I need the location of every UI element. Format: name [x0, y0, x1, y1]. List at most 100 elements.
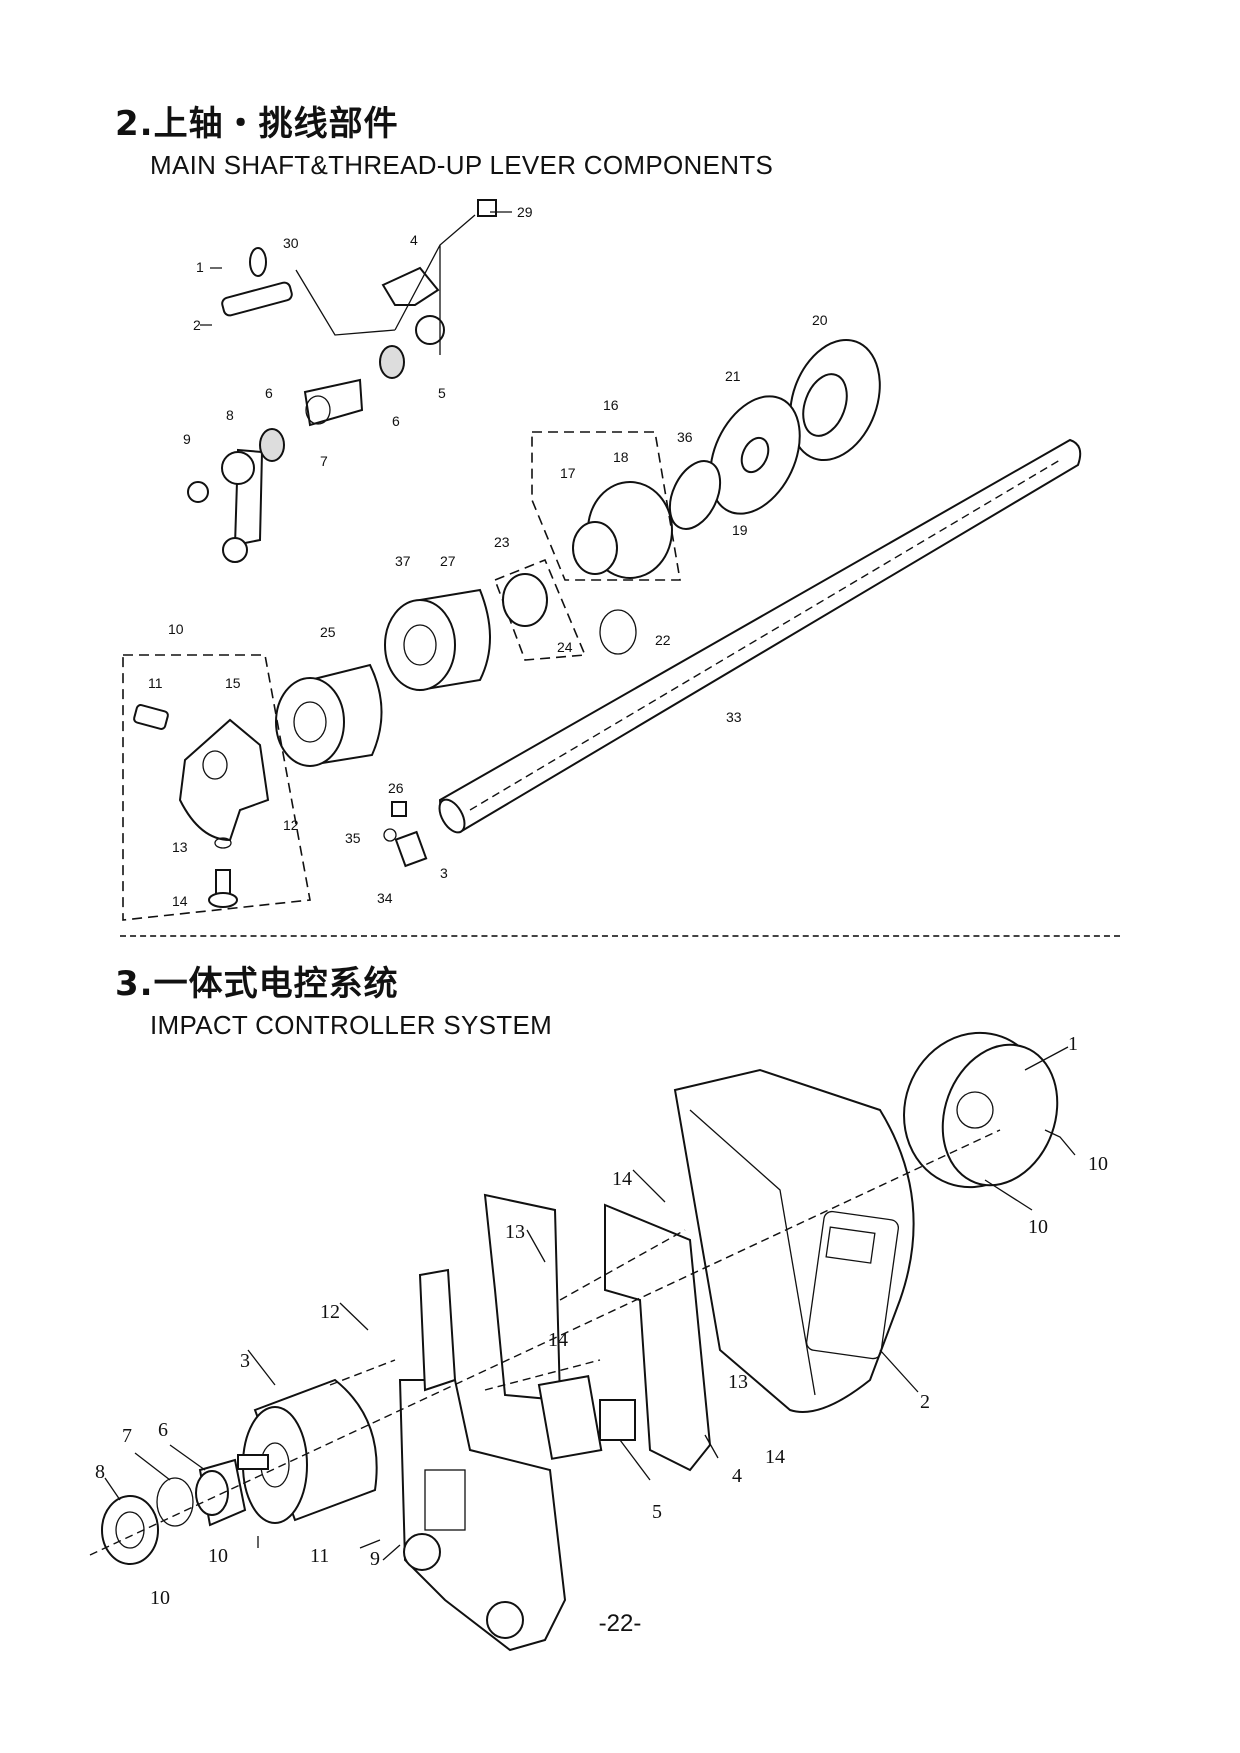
- spider-part: [156, 1477, 194, 1527]
- callout-label: 2: [193, 317, 201, 333]
- callout-label: 27: [440, 553, 456, 569]
- callout-label: 19: [732, 522, 748, 538]
- section-title-controller-en: IMPACT CONTROLLER SYSTEM: [150, 1010, 553, 1040]
- callout-label: 13: [172, 839, 188, 855]
- callout-label: 10: [168, 621, 184, 637]
- hinge-pin-part: [221, 247, 293, 317]
- pin-part: [133, 704, 169, 730]
- oil-plug-part: [391, 801, 407, 817]
- section-divider: [120, 935, 1120, 937]
- callout-label: 26: [388, 780, 404, 796]
- callout-label: 13: [505, 1221, 525, 1243]
- assembly-box-23: [493, 558, 587, 661]
- assembly-box-16: [531, 431, 681, 581]
- crank-part: [178, 718, 270, 842]
- callout-label: 9: [370, 1548, 380, 1570]
- callout-label: 10: [1028, 1216, 1048, 1238]
- callout-label: 7: [122, 1425, 132, 1447]
- screw-part-9: [187, 481, 209, 503]
- controller-diagram: [89, 1031, 1076, 1652]
- callout-label: 10: [1088, 1153, 1108, 1175]
- callout-label: 34: [377, 890, 393, 906]
- callout-label: 14: [172, 893, 188, 909]
- callout-label: 35: [345, 830, 361, 846]
- screw-part-14: [208, 869, 238, 908]
- callout-label: 8: [95, 1461, 105, 1483]
- section-title-main-shaft-cn: 2.上轴・挑线部件: [115, 104, 399, 144]
- callout-label: 21: [725, 368, 741, 384]
- callout-label: 12: [320, 1301, 340, 1323]
- callout-label: 9: [183, 431, 191, 447]
- collar-part: [502, 573, 548, 627]
- needle-bearing-part-6b: [379, 345, 405, 379]
- connector-part: [537, 1375, 636, 1460]
- page-number: -22-: [598, 1610, 642, 1637]
- callout-label: 14: [548, 1329, 568, 1351]
- callout-label: 11: [310, 1545, 329, 1567]
- callout-label: 14: [765, 1446, 785, 1468]
- section1-callouts: 29 30 4 1 2 5 6 20 6 8 7 21 16 36 9 18 1…: [148, 204, 828, 909]
- small-part-29: [477, 199, 497, 217]
- pulley-part: [789, 338, 881, 462]
- callout-label: 15: [225, 675, 241, 691]
- callout-label: 5: [438, 385, 446, 401]
- callout-label: 3: [440, 865, 448, 881]
- lever-arm-part: [381, 266, 445, 345]
- callout-label: 4: [410, 232, 418, 248]
- coupling-part: [195, 1458, 247, 1527]
- section-title-controller-cn: 3.一体式电控系统: [115, 964, 399, 1004]
- callout-label: 30: [283, 235, 299, 251]
- callout-label: 1: [196, 259, 204, 275]
- washer-part: [214, 837, 232, 849]
- callout-label: 37: [395, 553, 411, 569]
- callout-label: 13: [728, 1371, 748, 1393]
- callout-label: 10: [150, 1587, 170, 1609]
- circuit-board-part: [604, 1203, 712, 1472]
- bushing-part-25: [275, 663, 383, 767]
- servo-motor-part: [237, 1378, 378, 1524]
- callout-label: 6: [392, 413, 400, 429]
- disc-part: [709, 395, 801, 515]
- assembly-box-10: [122, 654, 311, 921]
- mounting-plate-part: [483, 1193, 562, 1402]
- callout-label: 18: [613, 449, 629, 465]
- plate-part: [668, 460, 722, 530]
- main-board-part: [398, 1268, 567, 1652]
- section2-callouts: 1 10 14 10 13 12 14 2 3 13 6 7 14 4 8 5 …: [95, 1033, 1108, 1609]
- callout-label: 20: [812, 312, 828, 328]
- callout-label: 14: [612, 1168, 632, 1190]
- shaft-part: [438, 438, 1082, 834]
- motor-cover-part: [903, 1031, 1059, 1189]
- callout-label: 23: [494, 534, 510, 550]
- crank-rod-part: [303, 378, 364, 427]
- callout-label: 6: [265, 385, 273, 401]
- cam-part: [572, 481, 673, 579]
- snap-ring-part: [599, 609, 637, 655]
- callout-label: 6: [158, 1419, 168, 1441]
- bushing-part-27: [384, 588, 491, 692]
- main-shaft-diagram: [122, 199, 1082, 921]
- callout-label: 33: [726, 709, 742, 725]
- callout-label: 22: [655, 632, 671, 648]
- controller-housing-part: [673, 1068, 915, 1413]
- callout-label: 8: [226, 407, 234, 423]
- callout-label: 25: [320, 624, 336, 640]
- callout-label: 29: [517, 204, 533, 220]
- encoder-part: [101, 1495, 159, 1565]
- callout-label: 24: [557, 639, 573, 655]
- callout-label: 17: [560, 465, 576, 481]
- callout-label: 5: [652, 1501, 662, 1523]
- callout-label: 7: [320, 453, 328, 469]
- callout-label: 3: [240, 1350, 250, 1372]
- callout-label: 11: [148, 675, 163, 691]
- callout-label: 16: [603, 397, 619, 413]
- callout-label: 36: [677, 429, 693, 445]
- callout-label: 12: [283, 817, 299, 833]
- callout-label: 10: [208, 1545, 228, 1567]
- lever-part: [221, 448, 264, 563]
- section-title-main-shaft-en: MAIN SHAFT&THREAD-UP LEVER COMPONENTS: [150, 150, 774, 180]
- callout-label: 4: [732, 1465, 742, 1487]
- callout-label: 2: [920, 1391, 930, 1413]
- needle-bearing-part-6a: [259, 428, 285, 462]
